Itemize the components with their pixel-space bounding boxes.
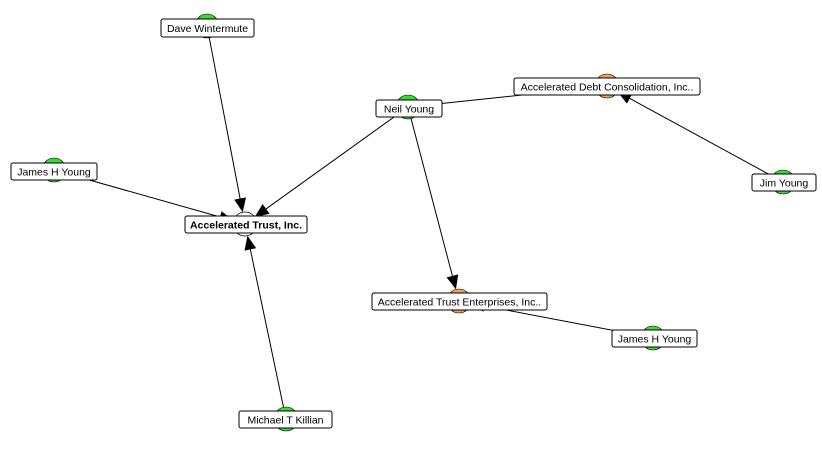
node-accelerated-trust-inc[interactable]: Accelerated Trust, Inc. [184,211,308,237]
node-label-dave-wintermute: Dave Wintermute [167,23,248,35]
node-label-neil-young: Neil Young [384,103,434,115]
node-label-box-michael-t-killian[interactable] [238,410,333,429]
node-dave-wintermute[interactable]: Dave Wintermute [160,13,255,39]
edge-jim-young-to-accelerated-debt-consolidation [617,91,780,181]
node-label-box-accelerated-trust-enterprises[interactable] [371,292,548,311]
node-label-accelerated-debt-consolidation: Accelerated Debt Consolidation, Inc.. [521,81,694,93]
node-label-box-neil-young[interactable] [375,99,443,118]
node-label-box-jim-young[interactable] [751,173,817,192]
node-accelerated-debt-consolidation[interactable]: Accelerated Debt Consolidation, Inc.. [513,73,701,99]
edge-michael-t-killian-to-accelerated-trust-inc [244,235,286,416]
edge-neil-young-to-accelerated-trust-inc [254,108,406,218]
node-label-michael-t-killian: Michael T Killian [247,414,323,426]
node-label-accelerated-trust-enterprises: Accelerated Trust Enterprises, Inc.. [378,296,541,308]
node-label-accelerated-trust-inc: Accelerated Trust, Inc. [190,219,302,231]
edge-neil-young-to-accelerated-trust-enterprises [408,110,459,290]
edge-dave-wintermute-to-accelerated-trust-inc [207,29,246,213]
node-neil-young[interactable]: Neil Young [375,94,443,120]
node-accelerated-trust-enterprises[interactable]: Accelerated Trust Enterprises, Inc.. [371,288,548,314]
node-label-box-james-h-young-right[interactable] [611,329,698,348]
node-james-h-young-right[interactable]: James H Young [611,325,698,351]
node-michael-t-killian[interactable]: Michael T Killian [238,406,333,432]
node-jim-young[interactable]: Jim Young [751,169,817,195]
node-label-jim-young: Jim Young [760,177,809,189]
node-label-box-james-h-young-left[interactable] [10,162,98,181]
node-label-james-h-young-right: James H Young [618,333,692,345]
node-james-h-young-left[interactable]: James H Young [10,157,98,183]
node-label-box-accelerated-trust-inc[interactable] [184,215,308,234]
node-label-james-h-young-left: James H Young [17,166,91,178]
node-label-box-dave-wintermute[interactable] [160,18,255,38]
node-label-box-accelerated-debt-consolidation[interactable] [513,77,701,96]
